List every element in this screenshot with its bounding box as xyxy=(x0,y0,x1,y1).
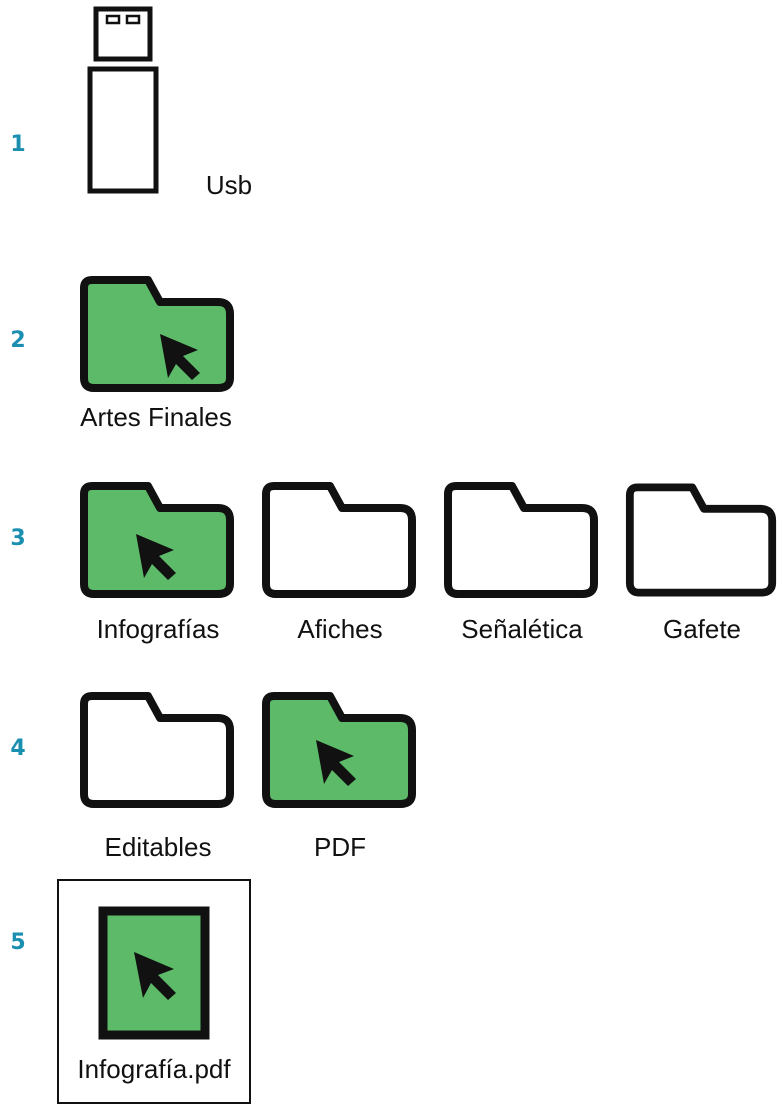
folder-icon-artes-finales[interactable] xyxy=(78,272,238,396)
folder-label-pdf: PDF xyxy=(314,832,366,862)
cursor-arrow-icon xyxy=(316,740,356,786)
folder-label-artes-finales: Artes Finales xyxy=(80,402,232,432)
folder-label-editables: Editables xyxy=(104,832,212,862)
folder-icon-editables[interactable] xyxy=(78,688,238,812)
cursor-arrow-icon xyxy=(134,952,176,1000)
pdf-file-icon[interactable] xyxy=(98,906,210,1040)
folder-label-gafete: Gafete xyxy=(662,614,742,644)
step-number-2: 2 xyxy=(10,328,26,353)
step-number-4: 4 xyxy=(10,736,26,761)
usb-label: Usb xyxy=(205,170,253,200)
folder-label-senaletica: Señalética xyxy=(461,614,583,644)
cursor-arrow-icon xyxy=(160,334,200,380)
folder-icon-gafete[interactable] xyxy=(624,478,780,602)
file-label-infografia-pdf: Infografía.pdf xyxy=(77,1054,231,1084)
step-number-3: 3 xyxy=(10,526,26,551)
step-number-1: 1 xyxy=(10,132,26,157)
usb-drive-icon[interactable] xyxy=(84,5,164,195)
folder-icon-senaletica[interactable] xyxy=(442,478,602,602)
folder-icon-pdf[interactable] xyxy=(260,688,420,812)
folder-icon-infografias[interactable] xyxy=(78,478,238,602)
cursor-arrow-icon xyxy=(136,534,176,580)
folder-label-infografias: Infografías xyxy=(96,614,220,644)
folder-label-afiches: Afiches xyxy=(297,614,383,644)
folder-icon-afiches[interactable] xyxy=(260,478,420,602)
step-number-5: 5 xyxy=(10,930,26,955)
